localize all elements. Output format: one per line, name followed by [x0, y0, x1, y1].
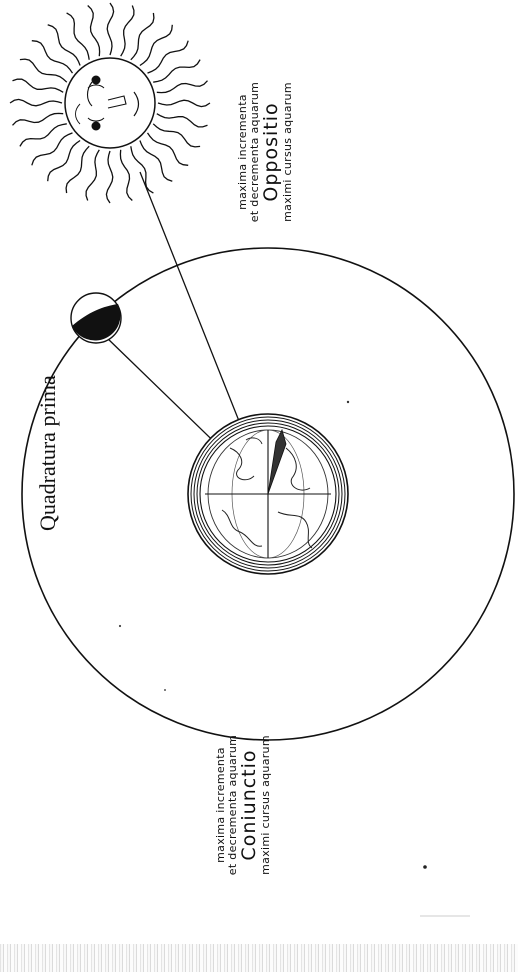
moon	[71, 293, 121, 343]
sun-ray	[120, 150, 132, 201]
sun-ray	[158, 100, 210, 106]
sun-ray	[48, 141, 80, 182]
earth	[188, 414, 348, 574]
sun-ray	[10, 99, 62, 105]
sun-ray	[86, 150, 99, 201]
speck	[423, 865, 427, 869]
speck	[164, 689, 166, 691]
sun-ray	[48, 25, 80, 66]
coniunctio-title: Coniunctio	[239, 720, 260, 890]
coniunctio-line3: maximi cursus aquarum	[260, 720, 272, 890]
sun-ray	[140, 25, 172, 66]
sun-ray	[32, 41, 73, 73]
sun-ray	[121, 6, 134, 57]
oppositio-line3: maximi cursus aquarum	[282, 67, 294, 237]
oppositio-title: Oppositio	[261, 67, 282, 237]
coniunctio-block: maxima incrementa et decrementa aquarum …	[215, 720, 285, 890]
sun-ray	[148, 41, 189, 73]
sun-ray	[32, 133, 73, 165]
sun-ray	[157, 81, 208, 93]
sun-ray	[13, 113, 64, 125]
sun-ray	[107, 3, 113, 55]
paper-edge	[0, 944, 518, 972]
quadratura-label: Quadratura prima	[36, 411, 60, 531]
oppositio-block: maxima incrementa et decrementa aquarum …	[237, 67, 307, 237]
sun-ray	[157, 114, 208, 127]
speck	[119, 625, 121, 627]
sun-ray	[148, 133, 189, 165]
sun-ray	[140, 141, 172, 182]
speck	[347, 401, 349, 403]
sun-ray	[13, 79, 64, 92]
sun-ray	[106, 151, 112, 203]
sun-ray	[88, 6, 100, 57]
sun	[10, 3, 210, 203]
